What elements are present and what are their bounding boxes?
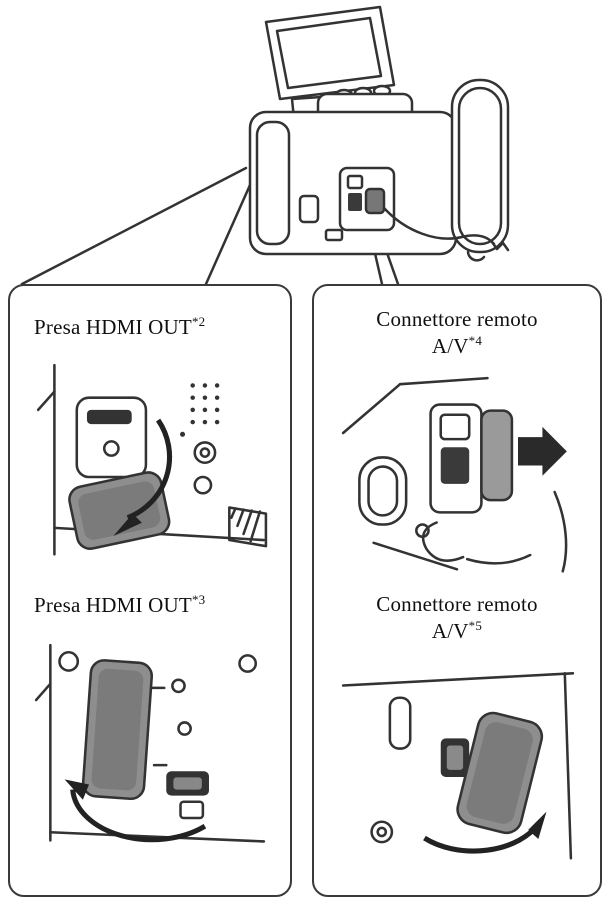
label-connettore-remoto-4: Connettore remoto A/V*4 bbox=[376, 306, 537, 360]
speaker-dots bbox=[190, 383, 220, 425]
button-outer bbox=[370, 820, 394, 844]
port-opening bbox=[439, 413, 471, 441]
hdmi-slot bbox=[86, 409, 132, 424]
av-cover-slide bbox=[480, 409, 514, 502]
hdmi-connector-inner bbox=[173, 777, 202, 790]
slide-direction-arrow bbox=[518, 426, 567, 476]
screw-head bbox=[177, 721, 192, 737]
label-text: A/V bbox=[431, 619, 469, 644]
av-remote-connector-slide-illustration bbox=[341, 376, 568, 573]
screw-head bbox=[58, 651, 80, 673]
small-port bbox=[179, 800, 205, 820]
screw-head bbox=[193, 475, 213, 495]
av-remote-connector-flap-open-illustration bbox=[341, 671, 575, 860]
footnote-marker: *5 bbox=[468, 618, 483, 634]
av-port bbox=[440, 447, 470, 484]
pin-dot bbox=[179, 431, 186, 437]
av-port-inner bbox=[446, 745, 464, 770]
screw-head bbox=[171, 678, 186, 694]
body-edge-lines bbox=[341, 671, 575, 860]
av-cover-flap bbox=[456, 711, 544, 835]
label-presa-hdmi-out-3: Presa HDMI OUT*3 bbox=[34, 592, 205, 619]
hdmi-out-callout-panel: Presa HDMI OUT*2 bbox=[8, 284, 292, 897]
port-recess bbox=[75, 396, 148, 479]
button-outer bbox=[193, 441, 217, 464]
label-text: Connettore remoto bbox=[376, 307, 538, 331]
cable-line bbox=[465, 553, 532, 565]
threaded-boss bbox=[228, 506, 268, 548]
label-text: Connettore remoto bbox=[376, 592, 538, 617]
strap-lug-inner bbox=[367, 465, 399, 517]
vent-slot bbox=[388, 696, 412, 750]
camcorder-icon bbox=[248, 5, 510, 262]
button-inner bbox=[376, 826, 388, 838]
av-remote-callout-panel: Connettore remoto A/V*4 Connettore remot… bbox=[312, 284, 602, 897]
open-direction-arrow bbox=[70, 789, 207, 843]
arrowhead bbox=[528, 811, 547, 839]
hinge-marks bbox=[150, 686, 168, 767]
hook-eyelet bbox=[415, 523, 430, 538]
open-direction-arrow bbox=[423, 822, 541, 854]
label-presa-hdmi-out-2: Presa HDMI OUT*2 bbox=[34, 314, 205, 341]
arrowhead bbox=[113, 513, 142, 536]
footnote-marker: *3 bbox=[191, 592, 206, 608]
hdmi-out-flap-open-side-illustration bbox=[34, 644, 266, 843]
jack-hole bbox=[102, 440, 120, 457]
body-edge-lines bbox=[341, 376, 568, 573]
label-text: Presa HDMI OUT bbox=[34, 593, 192, 618]
footnote-marker: *2 bbox=[191, 314, 206, 329]
body-edge-lines bbox=[34, 644, 266, 843]
label-text: Presa HDMI OUT bbox=[34, 315, 192, 339]
hdmi-cover-flap bbox=[68, 471, 171, 550]
screw-head bbox=[238, 654, 258, 674]
hdmi-cover-flap bbox=[81, 659, 154, 801]
footnote-marker: *4 bbox=[468, 332, 483, 348]
arrowhead bbox=[64, 779, 89, 800]
open-direction-arrow bbox=[126, 418, 173, 520]
label-connettore-remoto-5: Connettore remoto A/V*5 bbox=[376, 591, 537, 645]
hdmi-out-flap-open-down-illustration bbox=[36, 363, 268, 556]
label-text: A/V bbox=[431, 333, 469, 358]
button-inner bbox=[199, 447, 211, 458]
